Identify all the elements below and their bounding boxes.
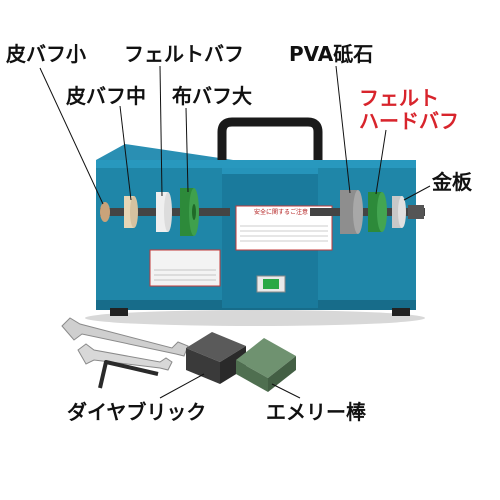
label-felt-hard-buff-line1: フェルト xyxy=(359,86,439,110)
label-leather-buff-medium: 皮バフ中 xyxy=(66,84,146,108)
emery-bar xyxy=(236,338,296,392)
caution-plate-title: 安全に関するご注意 xyxy=(254,209,309,216)
label-felt-hard-buff-line2: ハードバフ xyxy=(359,109,459,133)
diamond-brick xyxy=(186,332,246,384)
label-pva-stone: PVA砥石 xyxy=(289,42,374,66)
carry-handle xyxy=(217,117,323,168)
label-metal-plate: 金板 xyxy=(432,170,472,194)
leather-buff-small xyxy=(100,202,110,222)
switch-toggle xyxy=(263,279,279,289)
leader-lines xyxy=(39,65,431,205)
foot-right xyxy=(392,308,410,316)
metal-plate xyxy=(392,196,402,228)
leather-buff-medium xyxy=(124,196,134,228)
right-buffs xyxy=(340,190,424,234)
label-cloth-buff-large: 布バフ大 xyxy=(172,84,252,108)
left-buffs xyxy=(100,188,199,236)
label-leather-buff-small: 皮バフ小 xyxy=(6,42,86,66)
pva-stone xyxy=(340,190,358,234)
shaft-nut xyxy=(408,205,424,219)
label-diamond-brick: ダイヤブリック xyxy=(67,400,207,424)
foot-left xyxy=(110,308,128,316)
hex-key xyxy=(98,360,159,389)
label-felt-buff: フェルトバフ xyxy=(124,42,244,66)
right-shaft xyxy=(310,208,425,216)
wrenches xyxy=(61,317,189,389)
label-emery-bar: エメリー棒 xyxy=(266,400,366,424)
wrench-small xyxy=(77,343,173,371)
wrench-large xyxy=(61,317,189,357)
name-plate xyxy=(149,249,221,287)
machine-shadow xyxy=(85,310,425,326)
